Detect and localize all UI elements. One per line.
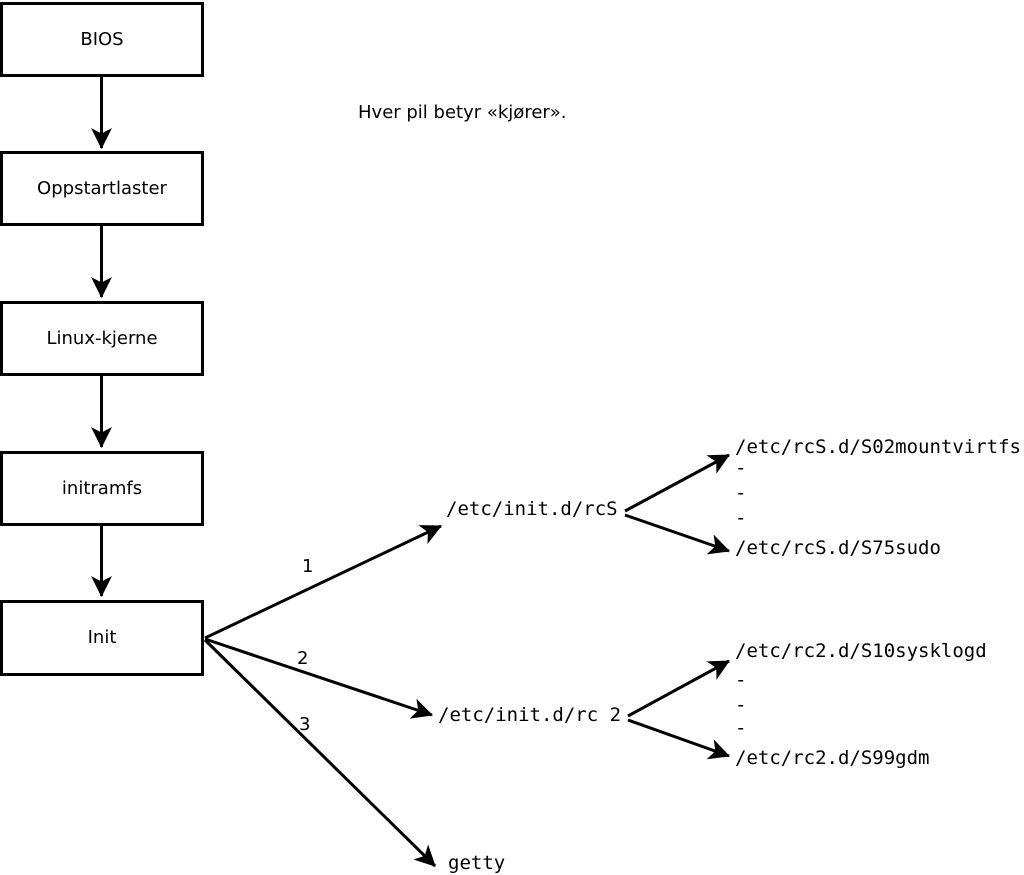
edge-init-getty (203, 638, 437, 868)
edge-rc2-s99gdm (627, 718, 730, 760)
node-rc2-child-s10sysklogd: /etc/rc2.d/S10sysklogd (735, 640, 987, 662)
node-oppstartlaster-label: Oppstartlaster (37, 177, 167, 199)
edge-rc2-s10sysklogd (627, 659, 730, 718)
edge-label-1: 1 (302, 556, 314, 577)
rc2-ellipsis-dash-2: - (735, 694, 747, 716)
node-rcs-child-s02mountvirtfs: /etc/rcS.d/S02mountvirtfs (735, 436, 1021, 458)
node-linux-kjerne-label: Linux-kjerne (46, 327, 158, 349)
node-init-label: Init (87, 627, 117, 648)
node-linux-kjerne: Linux-kjerne (0, 301, 204, 376)
rcs-ellipsis-dash-2: - (735, 482, 747, 504)
rc2-ellipsis-dash-1: - (735, 669, 747, 691)
node-rc2-label: /etc/init.d/rc 2 (438, 704, 622, 726)
edge-init-rc2 (204, 637, 433, 719)
node-bios-label: BIOS (80, 28, 124, 50)
node-oppstartlaster: Oppstartlaster (0, 151, 204, 226)
edge-rcs-s02mountvirtfs (624, 453, 730, 513)
node-init: Init (0, 600, 204, 676)
node-bios: BIOS (0, 2, 204, 77)
edge-label-2: 2 (297, 648, 309, 669)
legend-note: Hver pil betyr «kjører». (358, 102, 567, 123)
edge-init-rcs (204, 524, 442, 640)
edge-label-3: 3 (299, 714, 311, 735)
node-initramfs-label: initramfs (61, 477, 143, 499)
node-getty-label: getty (448, 852, 506, 874)
node-rcs-child-s75sudo: /etc/rcS.d/S75sudo (735, 537, 941, 559)
rc2-ellipsis-dash-3: - (735, 717, 747, 739)
node-initramfs: initramfs (0, 451, 204, 526)
rcs-ellipsis-dash-1: - (735, 457, 747, 479)
edge-rcs-s75sudo (624, 513, 730, 555)
node-rc2-child-s99gdm: /etc/rc2.d/S99gdm (735, 747, 930, 769)
rcs-ellipsis-dash-3: - (735, 507, 747, 529)
node-rcs-label: /etc/init.d/rcS (446, 498, 618, 520)
